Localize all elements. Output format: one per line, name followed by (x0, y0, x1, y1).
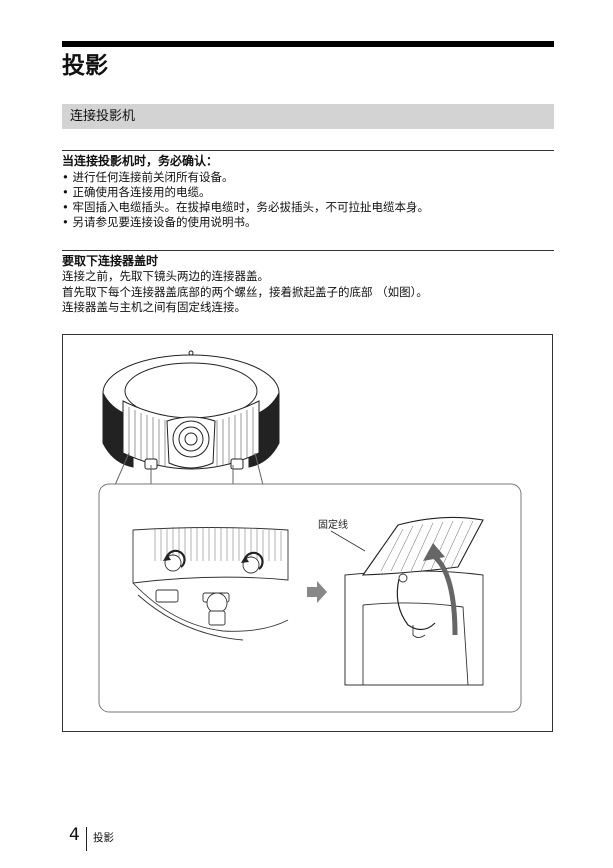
projector-illustration: 固定线 (98, 350, 522, 713)
projector-icon (102, 350, 280, 470)
callout-lines (114, 452, 264, 486)
footer-section-label: 投影 (93, 832, 114, 844)
page-number: 4 (69, 825, 80, 845)
footer-divider (86, 827, 87, 851)
cover-paragraph: 连接之前，先取下镜头两边的连接器盖。 首先取下每个连接器盖底部的两个螺丝，接着掀… (62, 269, 428, 316)
cover-lifted-view (330, 516, 484, 686)
page-title: 投影 (62, 53, 108, 79)
section-title: 连接投影机 (70, 109, 136, 124)
cover-bottom-view (132, 527, 289, 641)
checklist-item: 正确使用各连接用的电缆。 (62, 185, 429, 200)
divider-cover (62, 250, 554, 251)
checklist: 进行任何连接前关闭所有设备。 正确使用各连接用的电缆。 牢固插入电缆插头。在拔掉… (62, 170, 429, 230)
cover-heading: 要取下连接器盖时 (62, 254, 159, 268)
paragraph-line: 首先取下每个连接器盖底部的两个螺丝，接着掀起盖子的底部 （如图）。 (62, 284, 428, 299)
section-bar: 连接投影机 (62, 104, 554, 129)
retaining-wire-label: 固定线 (318, 518, 348, 531)
top-rule (62, 41, 554, 47)
connector-cover-figure: 固定线 (62, 334, 553, 732)
divider-checklist (62, 150, 554, 151)
checklist-item: 进行任何连接前关闭所有设备。 (62, 170, 429, 185)
checklist-heading: 当连接投影机时，务必确认： (62, 154, 219, 168)
paragraph-line: 连接之前，先取下镜头两边的连接器盖。 (62, 269, 269, 283)
checklist-item: 另请参见要连接设备的使用说明书。 (62, 215, 429, 230)
paragraph-line: 连接器盖与主机之间有固定线连接。 (62, 300, 246, 314)
checklist-item: 牢固插入电缆插头。在拔掉电缆时，务必拔插头，不可拉扯电缆本身。 (62, 200, 429, 215)
arrow-right-icon (307, 581, 327, 603)
